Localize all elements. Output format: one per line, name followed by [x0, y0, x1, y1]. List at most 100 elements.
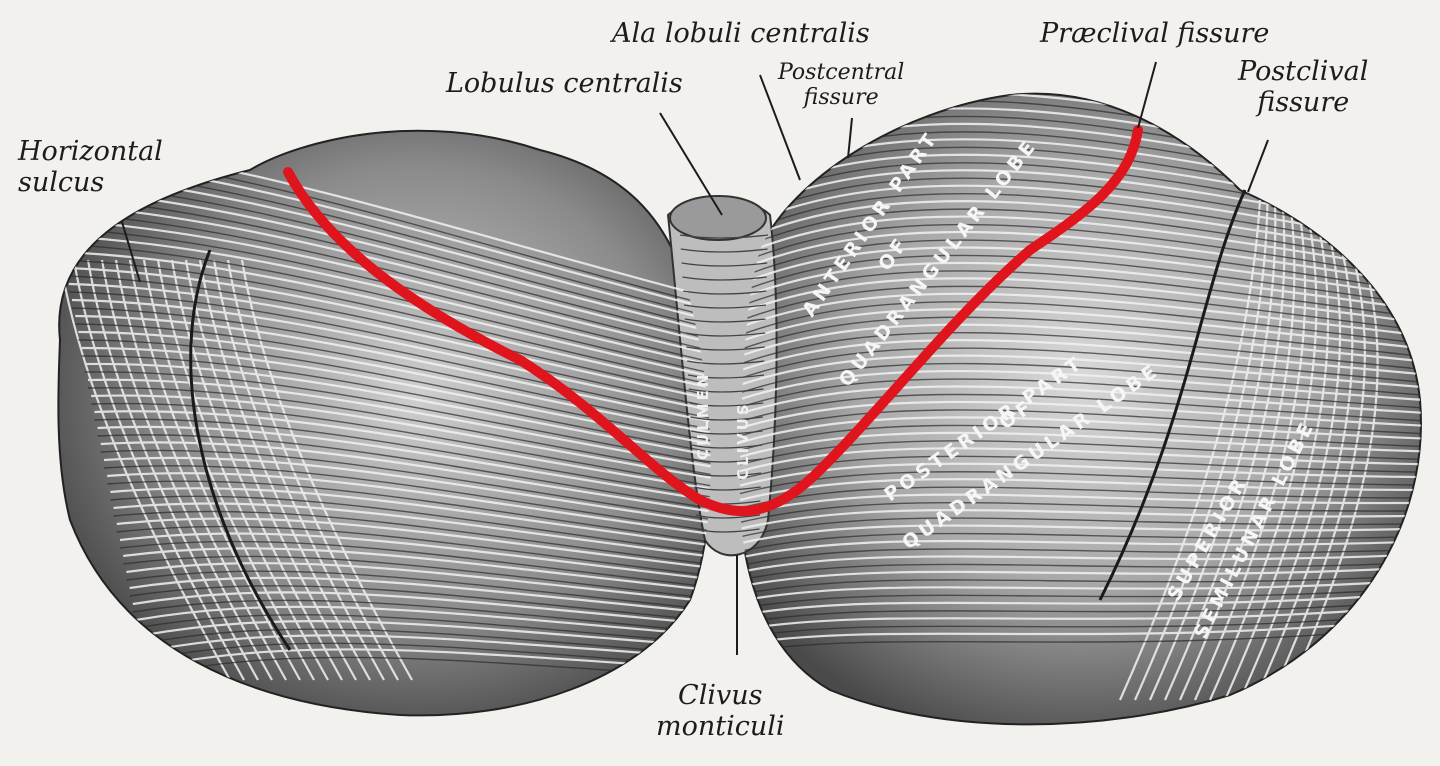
folium-line [1208, 199, 1318, 701]
folium-line [62, 250, 711, 380]
folium-line [739, 385, 1421, 415]
label-praeclival-fissure: Præclival fissure [1040, 18, 1270, 49]
folium-line [58, 259, 231, 681]
folium-shadow [739, 532, 1421, 552]
folium-shadow [739, 208, 1421, 269]
folium-line [739, 400, 1421, 430]
folium-shadow [739, 347, 1421, 384]
folium-line [1223, 199, 1330, 701]
folium-line [1193, 199, 1307, 701]
folium-line [739, 308, 1421, 351]
folium-shadow [65, 275, 711, 399]
vermis-folium [693, 472, 762, 477]
folium-line [139, 620, 711, 649]
primary-fissure-highlight [283, 125, 1143, 517]
vermis-folium [685, 332, 766, 337]
folium-shadow [739, 192, 1421, 256]
folium-shadow [739, 455, 1421, 480]
folium-line [739, 416, 1421, 444]
folium-line [110, 487, 711, 548]
vermis-folium [696, 528, 760, 533]
folium-line [1163, 199, 1286, 701]
folium-shadow [132, 599, 711, 634]
folium-line [68, 282, 711, 402]
folium-line [100, 441, 711, 514]
label-ala-lobuli-centralis: Ala lobuli centralis [612, 18, 870, 49]
folium-shadow [103, 465, 711, 533]
folium-shadow [97, 434, 711, 511]
vermis-folium [683, 290, 767, 295]
folium-shadow [110, 495, 711, 556]
folium-shadow [59, 243, 711, 376]
folium-shadow [91, 402, 711, 488]
folium-shadow [94, 418, 711, 500]
folium-shadow [78, 339, 711, 444]
folium-line [113, 502, 711, 559]
folium-line [84, 362, 711, 458]
lobe-text-clivus: CLIVUS [734, 401, 752, 480]
folium-shadow [739, 270, 1421, 320]
folium-line [739, 339, 1421, 376]
folium-line [91, 394, 711, 481]
folium-line [739, 323, 1421, 364]
folium-line [739, 616, 1421, 646]
folium-shadow [739, 599, 1421, 624]
folium-shadow [123, 555, 711, 600]
vermis-folium [691, 430, 763, 435]
folium-line [739, 215, 1421, 274]
vermis-folium [691, 444, 763, 449]
vermis-folium [694, 486, 761, 491]
folium-line [87, 378, 711, 470]
folium-shadow [739, 301, 1421, 346]
folium-shadow [739, 517, 1421, 538]
folium-line [135, 605, 711, 638]
vermis-folium [681, 262, 768, 267]
vermis-folium [684, 318, 766, 323]
folium-shadow [75, 323, 711, 432]
folium-shadow [739, 285, 1421, 333]
folium-shadow [116, 525, 711, 578]
folium-line [58, 218, 711, 358]
folium-line [739, 478, 1421, 502]
vermis-folium [687, 374, 765, 379]
folium-shadow [739, 501, 1421, 524]
folium-line [97, 425, 711, 503]
vermis-folium [690, 416, 763, 421]
folium-line [739, 578, 1421, 602]
folium-shadow [739, 409, 1421, 437]
vermis-folia [679, 234, 769, 533]
folium-shadow [126, 570, 711, 612]
folium-line [129, 576, 711, 615]
folium-shadow [84, 371, 711, 466]
folium-line [739, 509, 1421, 530]
folium-shadow [739, 424, 1421, 452]
folium-shadow [113, 510, 711, 567]
vermis-folium [695, 514, 761, 519]
folium-line [123, 547, 711, 593]
folium-line [72, 259, 245, 681]
folium-line [132, 591, 711, 626]
folium-shadow [71, 307, 711, 421]
leader-postcentral [847, 117, 853, 159]
folium-shadow [739, 393, 1421, 423]
leader-lobulus-centralis [659, 112, 723, 216]
leader-horizontal-sulcus [121, 221, 141, 283]
folium-line [107, 472, 711, 537]
folium-line [156, 259, 329, 681]
folium-line [739, 431, 1421, 458]
folium-line [119, 532, 711, 582]
folium-shadow [119, 540, 711, 589]
folium-line [59, 234, 711, 369]
leader-ala-lobuli [759, 74, 801, 181]
horizontal-sulcus-line [189, 249, 292, 651]
folium-line [65, 266, 711, 391]
folium-shadow [739, 612, 1421, 639]
vermis-folium [687, 360, 765, 365]
folium-shadow [739, 239, 1421, 294]
folium-line [145, 648, 711, 671]
vermis-folium [692, 458, 762, 463]
